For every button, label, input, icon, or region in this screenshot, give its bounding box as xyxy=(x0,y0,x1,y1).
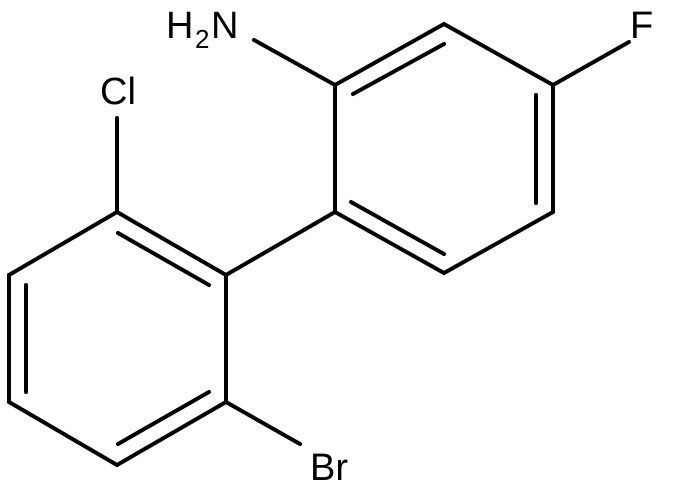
amine-h-text: H xyxy=(166,5,193,47)
double-bond-c7-c8 xyxy=(116,231,211,287)
bond-c10-c11 xyxy=(7,400,119,467)
amine-subscript-text: 2 xyxy=(195,24,209,54)
bond-c4-c5 xyxy=(442,210,555,275)
bond-c3-f xyxy=(551,40,631,87)
atom-labels: H 2 N F Cl Br xyxy=(100,5,653,489)
bond-c7-c8 xyxy=(115,210,228,277)
bond-c8-c9 xyxy=(7,210,119,277)
bond-c11-c12 xyxy=(115,400,228,467)
fluorine-label: F xyxy=(630,5,653,47)
double-bond-c11-c12 xyxy=(116,390,211,446)
chlorine-label: Cl xyxy=(100,71,136,113)
bromine-label: Br xyxy=(310,447,348,489)
amine-n-text: N xyxy=(211,5,238,47)
bond-c1-c2 xyxy=(333,22,446,87)
bond-c12-br xyxy=(224,400,302,446)
double-bond-c5-c6 xyxy=(349,200,446,256)
bond-c5-c6 xyxy=(333,210,446,275)
bond-c2-c3 xyxy=(442,22,555,87)
double-bond-c1-c2 xyxy=(351,42,446,96)
bond-c1-nh2 xyxy=(252,38,337,87)
bonds xyxy=(7,22,631,467)
amine-label: H 2 N xyxy=(166,5,238,54)
biaryl-bond xyxy=(224,210,337,277)
